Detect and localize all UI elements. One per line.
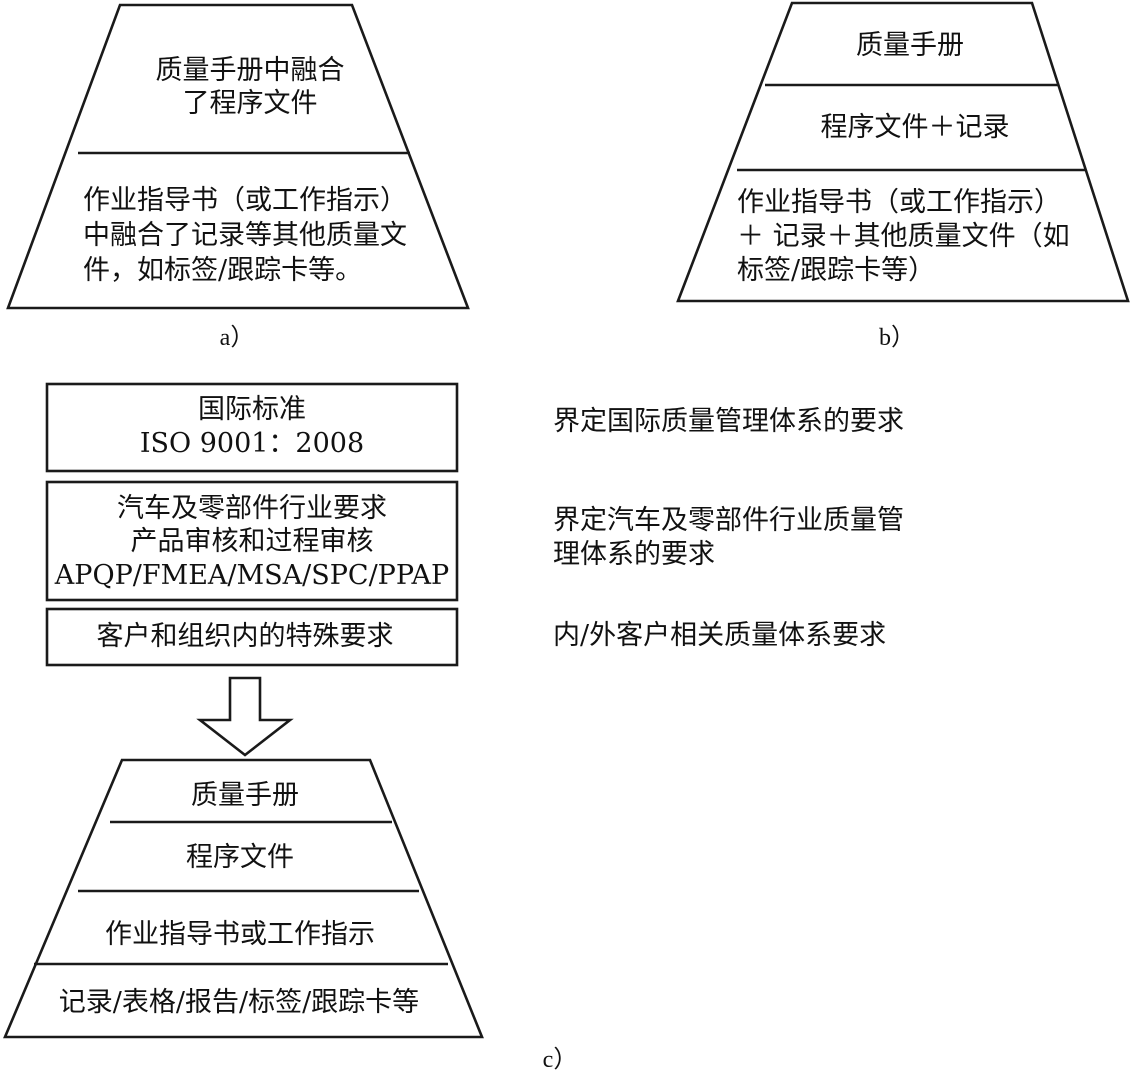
panel-c-box-3-desc: 内/外客户相关质量体系要求 bbox=[553, 620, 886, 651]
panel-c-box-3-line-1: 客户和组织内的特殊要求 bbox=[97, 621, 394, 652]
panel-b-level-3-line-3: 标签/跟踪卡等） bbox=[737, 255, 935, 286]
panel-c-box-1-line-2: ISO 9001：2008 bbox=[140, 428, 364, 459]
panel-b-level-1: 质量手册 bbox=[856, 30, 964, 61]
panel-a-top-line-1: 质量手册中融合 bbox=[156, 55, 345, 86]
panel-b: 质量手册 程序文件＋记录 作业指导书（或工作指示） ＋ 记录＋其他质量文件（如 … bbox=[676, 1, 1130, 351]
panel-a-bottom-line-2: 中融合了记录等其他质量文 bbox=[83, 220, 407, 251]
panel-c-box-2-line-1: 汽车及零部件行业要求 bbox=[117, 493, 387, 524]
panel-c-pyramid-level-4: 记录/表格/报告/标签/跟踪卡等 bbox=[59, 987, 419, 1018]
panel-c: 国际标准 ISO 9001：2008 界定国际质量管理体系的要求 汽车及零部件行… bbox=[3, 382, 904, 1073]
panel-a-bottom-line-3: 件，如标签/跟踪卡等。 bbox=[83, 255, 362, 286]
panel-a-caption: a） bbox=[220, 325, 255, 351]
panel-b-caption: b） bbox=[879, 325, 915, 351]
panel-b-level-2: 程序文件＋记录 bbox=[821, 112, 1010, 143]
panel-c-box-2-desc-line-2: 理体系的要求 bbox=[553, 539, 715, 570]
panel-c-box-2-desc-line-1: 界定汽车及零部件行业质量管 bbox=[553, 505, 904, 536]
panel-c-box-1-line-1: 国际标准 bbox=[198, 394, 306, 425]
panel-a-top-line-2: 了程序文件 bbox=[183, 88, 318, 119]
down-arrow-icon bbox=[196, 676, 294, 757]
panel-c-box-1-desc: 界定国际质量管理体系的要求 bbox=[553, 406, 904, 437]
panel-c-box-2-line-2: 产品审核和过程审核 bbox=[131, 526, 374, 557]
panel-c-pyramid-level-3: 作业指导书或工作指示 bbox=[105, 919, 375, 950]
panel-c-box-automotive-requirements bbox=[45, 480, 459, 602]
panel-c-pyramid bbox=[3, 758, 484, 1039]
panel-c-caption: c） bbox=[543, 1047, 578, 1073]
panel-a-trapezoid bbox=[6, 3, 470, 310]
panel-a-bottom-line-1: 作业指导书（或工作指示） bbox=[83, 185, 407, 216]
panel-b-trapezoid bbox=[676, 1, 1130, 303]
panel-c-pyramid-level-1: 质量手册 bbox=[191, 780, 299, 811]
panel-c-box-international-standard bbox=[45, 382, 459, 473]
panel-c-box-special-requirements bbox=[45, 607, 459, 667]
panel-a: 质量手册中融合 了程序文件 作业指导书（或工作指示） 中融合了记录等其他质量文 … bbox=[6, 3, 470, 351]
panel-b-level-3-line-2: ＋ 记录＋其他质量文件（如 bbox=[737, 221, 1070, 252]
panel-c-pyramid-level-2: 程序文件 bbox=[186, 842, 294, 873]
panel-b-level-3-line-1: 作业指导书（或工作指示） bbox=[737, 187, 1061, 218]
panel-c-box-2-line-3: APQP/FMEA/MSA/SPC/PPAP bbox=[54, 560, 449, 591]
